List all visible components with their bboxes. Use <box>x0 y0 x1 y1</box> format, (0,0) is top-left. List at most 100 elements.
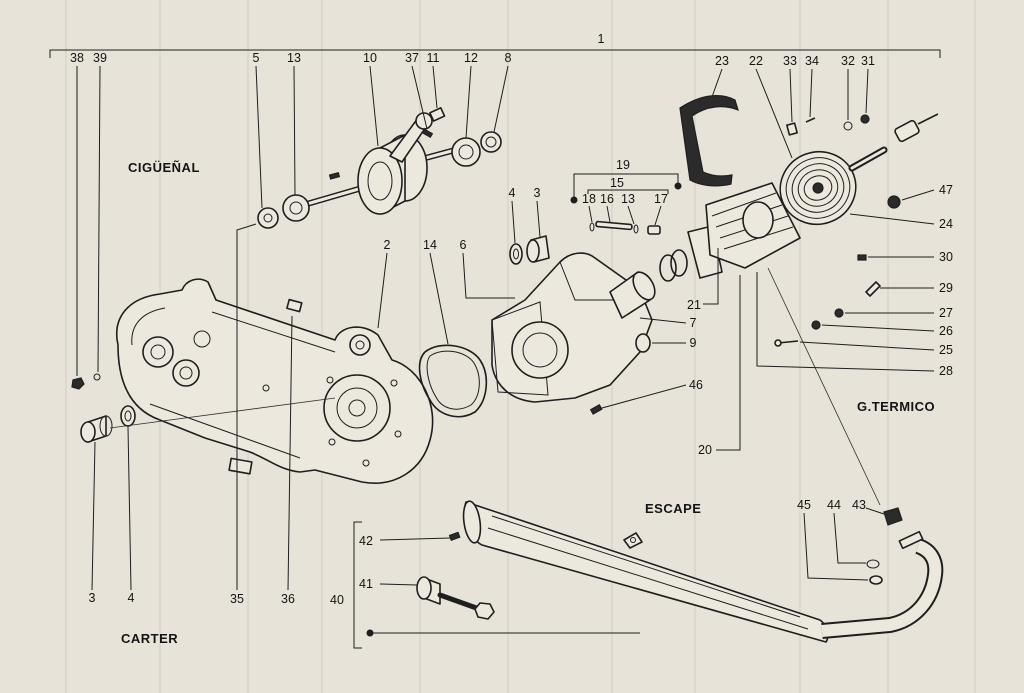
crankcase-right-group <box>491 220 688 415</box>
flywheel-web <box>367 161 393 201</box>
crankcase-upper-boss-hole <box>355 340 365 350</box>
callout-39: 39 <box>93 51 107 65</box>
leader-line-7 <box>639 317 687 324</box>
section-title-exhaust: ESCAPE <box>645 501 701 516</box>
head-fin <box>797 169 839 207</box>
piston-ring <box>659 254 677 282</box>
part-33 <box>786 122 798 136</box>
callout-2: 2 <box>384 238 391 252</box>
block-36 <box>286 298 303 313</box>
callout-46: 46 <box>689 378 703 392</box>
leader-line-33 <box>789 68 793 123</box>
part-26 <box>811 320 821 330</box>
leader-line-37 <box>411 65 428 130</box>
callout-11: 11 <box>427 51 440 65</box>
washer-32 <box>843 121 853 131</box>
crankcase-bearing-bore <box>150 344 166 360</box>
callout-47: 47 <box>939 183 953 197</box>
leader-lines <box>76 65 935 649</box>
crankcase-left-half <box>116 278 434 484</box>
crankcase-right-bore <box>511 321 569 379</box>
bush-9 <box>635 333 651 353</box>
bracket-19-dot <box>570 196 578 204</box>
leader-line-35 <box>236 223 257 590</box>
crankcase-main-bearing-ring <box>336 387 378 429</box>
nut-45 <box>869 575 883 585</box>
leader-line-45 <box>803 512 869 581</box>
callout-41: 41 <box>359 577 373 591</box>
callout-13-upper: 13 <box>621 192 635 206</box>
piston-crown <box>632 271 656 301</box>
washer-4-bore <box>124 410 132 422</box>
callout-30: 30 <box>939 250 953 264</box>
callout-28: 28 <box>939 364 953 378</box>
callout-33: 33 <box>783 54 797 68</box>
cylinder-bore <box>742 201 774 239</box>
crankcase-right-flange <box>491 301 549 396</box>
bolt-25-head <box>774 339 782 347</box>
part-34 <box>805 117 816 123</box>
bolt-hole <box>326 376 334 384</box>
bracket-15 <box>587 189 669 194</box>
head-fin <box>791 163 845 213</box>
nut-41 <box>474 602 495 620</box>
head-fin <box>803 175 833 201</box>
gasket-14-inner <box>426 350 480 410</box>
flywheel-disc-front <box>357 147 403 215</box>
leader-line-4-lower <box>127 426 132 591</box>
leader-line-34 <box>809 68 813 118</box>
seal-8-bore <box>485 136 497 148</box>
callout-22: 22 <box>749 54 763 68</box>
callout-19: 19 <box>616 158 630 172</box>
exhaust-pipe-outline <box>821 538 944 639</box>
nut-47 <box>887 195 901 209</box>
callout-40: 40 <box>330 593 344 607</box>
bush-3-far-end <box>99 415 113 437</box>
part-30 <box>857 254 867 261</box>
leader-line-13 <box>627 205 635 225</box>
seal-8 <box>480 131 502 153</box>
crankcase-rim-left <box>131 307 166 346</box>
muffler-mount-tab <box>623 532 643 549</box>
needle-bearing-17 <box>647 225 661 235</box>
stud-axis-line <box>767 267 881 506</box>
cylinder-mount-boss <box>559 261 620 301</box>
crankcase-shaft-seat <box>172 359 200 387</box>
callout-4-lower: 4 <box>128 591 135 605</box>
crankcase-boss <box>193 330 211 348</box>
section-titles: CIGÜEÑAL CARTER ESCAPE G.TERMICO <box>121 160 935 646</box>
assembly-bracket <box>49 49 941 58</box>
callout-45: 45 <box>797 498 811 512</box>
cylinder-fin <box>711 192 777 217</box>
bracket-19 <box>573 173 679 200</box>
exhaust-group <box>416 500 944 643</box>
callout-8: 8 <box>505 51 512 65</box>
needle-cage-11 <box>429 107 446 122</box>
piston-ring <box>670 249 688 277</box>
leader-line-20 <box>716 275 741 451</box>
leader-line-3-lower <box>91 441 96 591</box>
bearing-12-bore <box>458 144 474 160</box>
part-27 <box>834 308 844 318</box>
callout-44: 44 <box>827 498 841 512</box>
callout-24: 24 <box>939 217 953 231</box>
callout-21: 21 <box>687 298 701 312</box>
leader-line-10 <box>369 65 379 147</box>
callout-3-lower: 3 <box>89 591 96 605</box>
callout-13: 13 <box>287 51 301 65</box>
roller-4 <box>509 243 523 265</box>
callout-15: 15 <box>610 176 624 190</box>
muffler-highlight-line <box>491 515 801 618</box>
section-title-thermal-group: G.TERMICO <box>857 399 935 414</box>
screw-46 <box>589 403 603 415</box>
callout-1: 1 <box>598 32 605 46</box>
crankcase-group <box>71 278 434 484</box>
callout-35: 35 <box>230 592 244 606</box>
cylinder-head-22 <box>779 150 857 226</box>
callout-34: 34 <box>805 54 819 68</box>
washer-39 <box>93 373 101 381</box>
callout-26: 26 <box>939 324 953 338</box>
circlip-18 <box>589 222 595 232</box>
callout-27: 27 <box>939 306 953 320</box>
